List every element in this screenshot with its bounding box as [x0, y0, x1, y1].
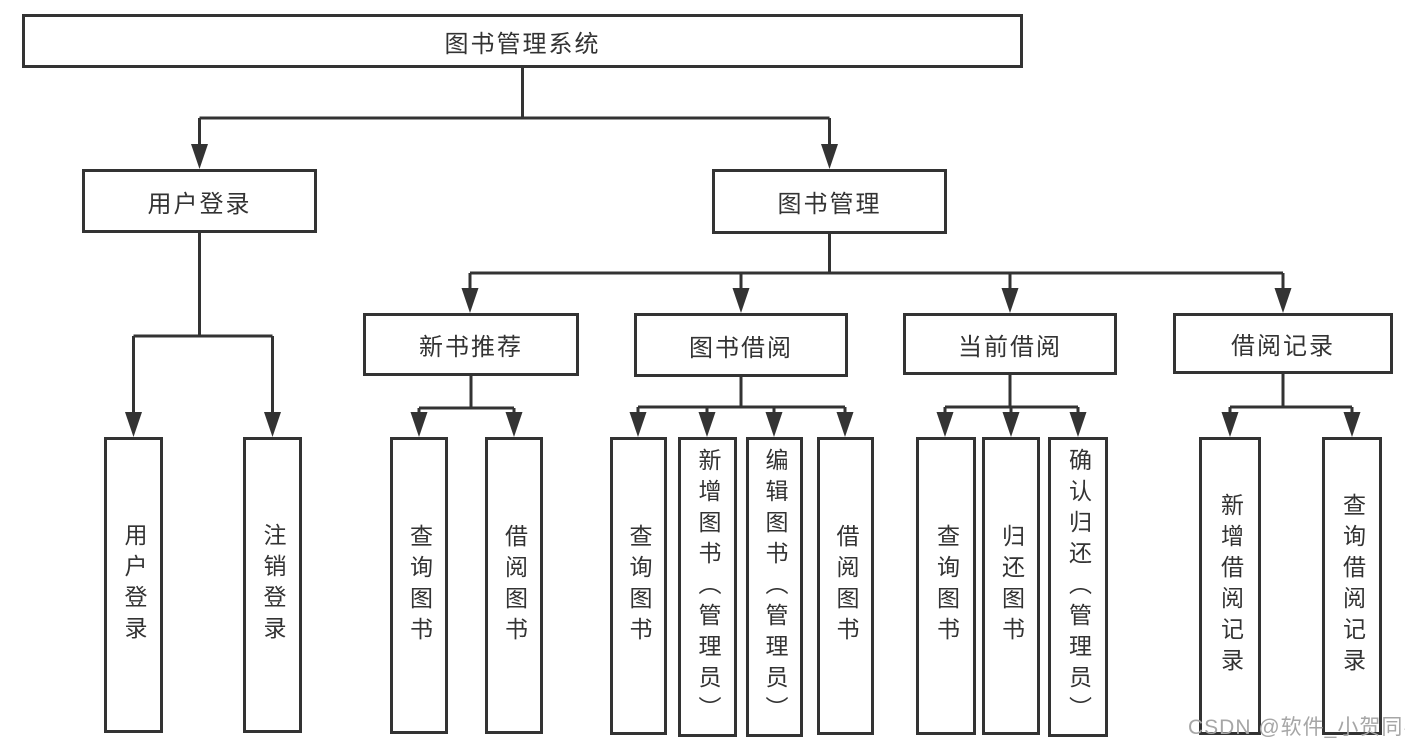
node-user-login: 用户登录	[82, 169, 317, 233]
leaf-confirm-return-admin: 确认归还（管理员）	[1048, 437, 1108, 737]
leaf-edit-book-admin: 编辑图书（管理员）	[746, 437, 803, 737]
leaf-borrow-books-borrowing: 借阅图书	[817, 437, 874, 735]
leaf-user-login: 用户登录	[104, 437, 163, 733]
leaf-add-borrow-record: 新增借阅记录	[1199, 437, 1261, 735]
leaf-query-books-current: 查询图书	[916, 437, 976, 735]
node-book-borrowing: 图书借阅	[634, 313, 848, 377]
node-new-book-recommend: 新书推荐	[363, 313, 579, 376]
node-current-borrowing: 当前借阅	[903, 313, 1117, 375]
leaf-query-books-borrowing: 查询图书	[610, 437, 667, 735]
leaf-return-books: 归还图书	[982, 437, 1040, 735]
node-book-management: 图书管理	[712, 169, 947, 234]
leaf-logout: 注销登录	[243, 437, 302, 733]
leaf-borrow-books-recommend: 借阅图书	[485, 437, 543, 734]
watermark: CSDN @软件_小贺同学	[1188, 716, 1405, 739]
leaf-query-books-recommend: 查询图书	[390, 437, 448, 734]
node-library-system: 图书管理系统	[22, 14, 1023, 68]
node-borrow-records: 借阅记录	[1173, 313, 1393, 374]
leaf-query-borrow-record: 查询借阅记录	[1322, 437, 1382, 735]
leaf-add-book-admin: 新增图书（管理员）	[678, 437, 737, 737]
